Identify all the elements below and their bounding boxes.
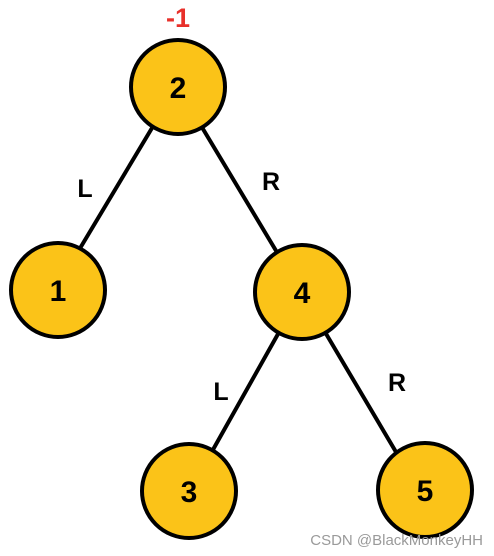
edge-2-to-4	[201, 127, 280, 256]
node-2-label: 2	[170, 72, 187, 105]
node-3: 3	[140, 442, 238, 540]
node-1: 1	[9, 241, 107, 339]
node-2-circle	[129, 38, 227, 136]
node-3-label: 3	[181, 476, 198, 509]
edge-4-to-5	[323, 330, 398, 454]
node-4-circle	[253, 243, 351, 341]
node-5-label: 5	[417, 475, 434, 508]
edge-2-to-1	[74, 126, 154, 257]
node-3-circle	[140, 442, 238, 540]
edge-label-4-5: R	[388, 369, 406, 397]
node-2: 2	[129, 38, 227, 136]
node-1-label: 1	[50, 275, 67, 308]
edges-group	[74, 126, 398, 457]
node-4: 4	[253, 243, 351, 341]
node-4-label: 4	[294, 277, 311, 310]
edge-labels-group: L R L R	[77, 168, 406, 406]
balance-factor-label: -1	[166, 3, 190, 33]
watermark-text: CSDN @BlackMonkeyHH	[310, 532, 483, 549]
node-5-circle	[376, 441, 474, 539]
edge-4-to-3	[208, 332, 280, 457]
edge-label-2-1: L	[77, 175, 92, 203]
node-5: 5	[376, 441, 474, 539]
edge-label-2-4: R	[262, 168, 280, 196]
node-1-circle	[9, 241, 107, 339]
edge-label-4-3: L	[213, 378, 228, 406]
